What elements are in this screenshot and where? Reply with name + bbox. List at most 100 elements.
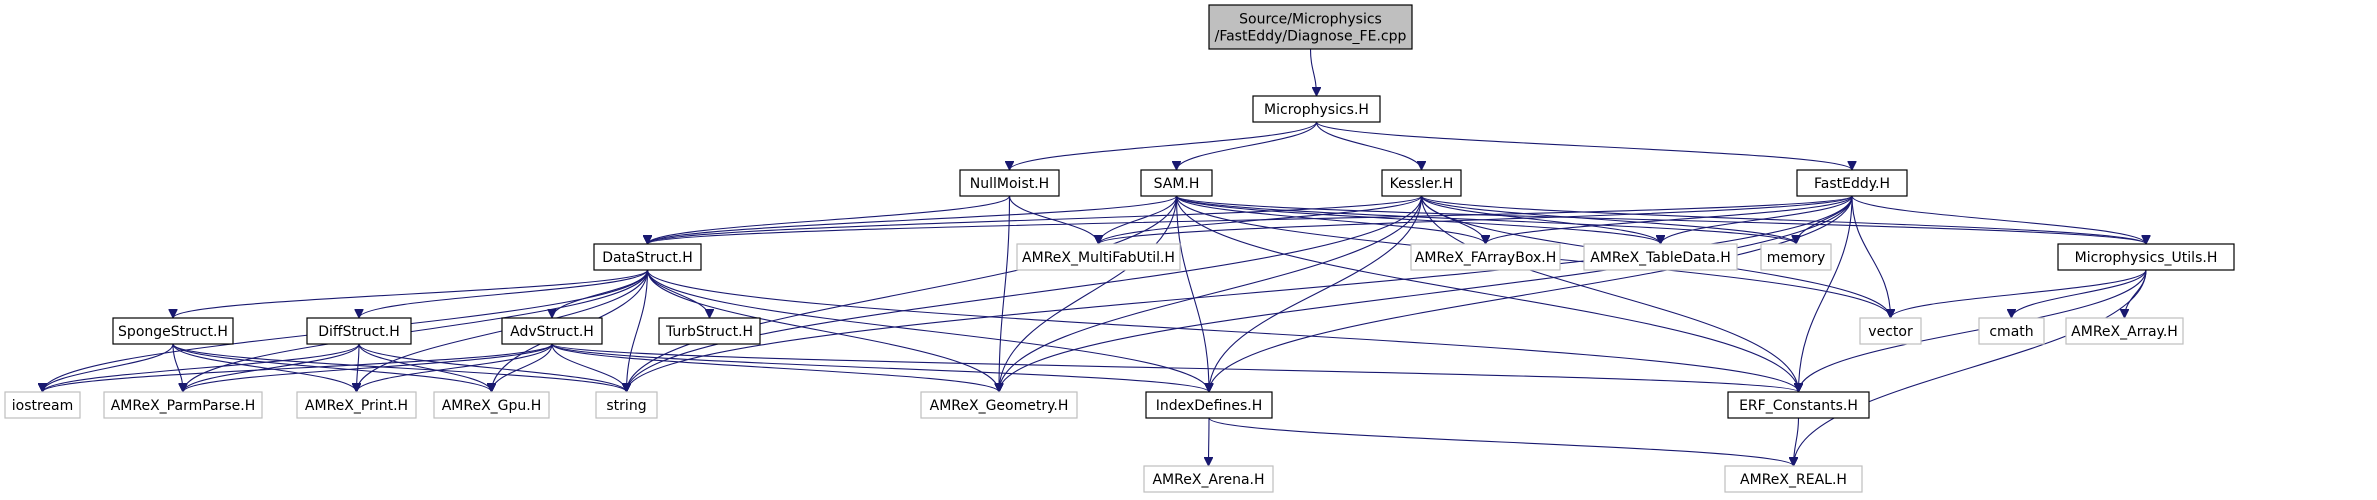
node-label-string: string bbox=[606, 398, 646, 414]
node-nullmoist[interactable]: NullMoist.H bbox=[959, 169, 1060, 197]
node-box-sam bbox=[1140, 169, 1213, 197]
node-label-turbstruct: TurbStruct.H bbox=[665, 324, 753, 340]
node-box-farraybox bbox=[1410, 243, 1561, 271]
node-spongestruct[interactable]: SpongeStruct.H bbox=[112, 317, 234, 345]
node-label-kessler: Kessler.H bbox=[1390, 176, 1454, 192]
edge-datastruct-to-advstruct bbox=[552, 269, 649, 319]
edge-kessler-to-tabledata bbox=[1420, 195, 1661, 245]
node-memory: memory bbox=[1760, 243, 1832, 271]
node-root[interactable]: Source/Microphysics/FastEddy/Diagnose_FE… bbox=[1208, 4, 1413, 50]
edge-datastruct-to-string bbox=[627, 269, 649, 392]
node-gpu: AMReX_Gpu.H bbox=[433, 391, 550, 419]
node-label-arena: AMReX_Arena.H bbox=[1152, 472, 1264, 488]
node-label-farraybox: AMReX_FArrayBox.H bbox=[1415, 250, 1556, 266]
edge-microphysics-to-fasteddy bbox=[1315, 121, 1853, 171]
node-label-indexdefines: IndexDefines.H bbox=[1156, 398, 1263, 414]
node-datastruct[interactable]: DataStruct.H bbox=[593, 243, 702, 271]
node-arena: AMReX_Arena.H bbox=[1143, 465, 1274, 493]
edge-microutils-to-real bbox=[1794, 269, 2147, 466]
edge-datastruct-to-diffstruct bbox=[359, 269, 649, 319]
edge-kessler-to-geometry bbox=[999, 195, 1423, 392]
node-print: AMReX_Print.H bbox=[296, 391, 417, 419]
edge-datastruct-to-turbstruct bbox=[646, 269, 710, 319]
node-vector: vector bbox=[1859, 317, 1922, 345]
node-box-advstruct bbox=[501, 317, 603, 345]
node-advstruct[interactable]: AdvStruct.H bbox=[501, 317, 603, 345]
node-microutils[interactable]: Microphysics_Utils.H bbox=[2057, 243, 2235, 271]
node-kessler[interactable]: Kessler.H bbox=[1381, 169, 1462, 197]
edge-indexdefines-to-arena bbox=[1209, 417, 1210, 466]
edge-advstruct-to-parmparse bbox=[183, 343, 553, 393]
edge-microutils-to-vector bbox=[1891, 269, 2147, 319]
edge-kessler-to-erfconstants bbox=[1420, 195, 1799, 392]
edge-advstruct-to-print bbox=[357, 343, 553, 393]
edge-diffstruct-to-parmparse bbox=[183, 343, 360, 393]
edge-advstruct-to-string bbox=[551, 343, 627, 393]
node-label-real: AMReX_REAL.H bbox=[1740, 472, 1847, 488]
node-label-erfconstants: ERF_Constants.H bbox=[1739, 398, 1858, 414]
node-label-iostream: iostream bbox=[12, 398, 74, 414]
node-box-cmath bbox=[1978, 317, 2045, 345]
node-microphysics[interactable]: Microphysics.H bbox=[1252, 95, 1381, 123]
node-box-turbstruct bbox=[658, 317, 761, 345]
node-box-iostream bbox=[4, 391, 81, 419]
node-label-diffstruct: DiffStruct.H bbox=[318, 324, 399, 340]
node-geometry: AMReX_Geometry.H bbox=[920, 391, 1078, 419]
node-label-tabledata: AMReX_TableData.H bbox=[1590, 250, 1731, 266]
node-sam[interactable]: SAM.H bbox=[1140, 169, 1213, 197]
edge-sam-to-farraybox bbox=[1175, 195, 1486, 245]
node-box-multifabutil bbox=[1016, 243, 1181, 271]
node-iostream: iostream bbox=[4, 391, 81, 419]
edge-fasteddy-to-indexdefines bbox=[1209, 195, 1853, 392]
edge-advstruct-to-indexdefines bbox=[551, 343, 1209, 393]
nodes-layer: Source/Microphysics/FastEddy/Diagnose_FE… bbox=[4, 4, 2235, 493]
node-box-indexdefines bbox=[1145, 391, 1273, 419]
node-box-spongestruct bbox=[112, 317, 234, 345]
node-box-diffstruct bbox=[306, 317, 412, 345]
edge-fasteddy-to-microutils bbox=[1851, 195, 2146, 245]
edge-datastruct-to-parmparse bbox=[183, 269, 649, 392]
node-erfconstants[interactable]: ERF_Constants.H bbox=[1727, 391, 1870, 419]
node-label-memory: memory bbox=[1767, 250, 1826, 266]
edge-microphysics-to-nullmoist bbox=[1010, 121, 1318, 171]
edge-sam-to-datastruct bbox=[648, 195, 1178, 245]
edge-indexdefines-to-real bbox=[1208, 417, 1794, 467]
edge-root-to-microphysics bbox=[1309, 48, 1317, 96]
node-turbstruct[interactable]: TurbStruct.H bbox=[658, 317, 761, 345]
node-label-parmparse: AMReX_ParmParse.H bbox=[111, 398, 256, 414]
edge-fasteddy-to-datastruct bbox=[648, 195, 1853, 245]
edge-fasteddy-to-tabledata bbox=[1661, 195, 1853, 245]
node-label-nullmoist: NullMoist.H bbox=[970, 176, 1049, 192]
node-box-vector bbox=[1859, 317, 1922, 345]
edge-fasteddy-to-multifabutil bbox=[1099, 195, 1853, 245]
node-box-erfconstants bbox=[1727, 391, 1870, 419]
node-label-microutils: Microphysics_Utils.H bbox=[2075, 250, 2218, 266]
node-tabledata: AMReX_TableData.H bbox=[1583, 243, 1738, 271]
node-farraybox: AMReX_FArrayBox.H bbox=[1410, 243, 1561, 271]
node-label-advstruct: AdvStruct.H bbox=[510, 324, 594, 340]
edge-fasteddy-to-vector bbox=[1851, 195, 1891, 318]
edge-microutils-to-cmath bbox=[2012, 269, 2147, 319]
node-fasteddy[interactable]: FastEddy.H bbox=[1796, 169, 1908, 197]
edge-fasteddy-to-geometry bbox=[999, 195, 1853, 392]
node-box-real bbox=[1724, 465, 1863, 493]
node-box-tabledata bbox=[1583, 243, 1738, 271]
node-label-datastruct: DataStruct.H bbox=[602, 250, 693, 266]
edge-fasteddy-to-erfconstants bbox=[1799, 195, 1853, 392]
node-label-root-line-1: /FastEddy/Diagnose_FE.cpp bbox=[1215, 28, 1407, 44]
node-real: AMReX_REAL.H bbox=[1724, 465, 1863, 493]
node-label-cmath: cmath bbox=[1989, 324, 2033, 340]
node-label-gpu: AMReX_Gpu.H bbox=[442, 398, 542, 414]
edge-nullmoist-to-datastruct bbox=[648, 195, 1011, 245]
edge-advstruct-to-erfconstants bbox=[551, 343, 1799, 393]
node-box-nullmoist bbox=[959, 169, 1060, 197]
node-diffstruct[interactable]: DiffStruct.H bbox=[306, 317, 412, 345]
edge-sam-to-string bbox=[627, 195, 1178, 392]
node-label-root-line-0: Source/Microphysics bbox=[1239, 11, 1382, 27]
edge-fasteddy-to-farraybox bbox=[1486, 195, 1853, 245]
node-box-string bbox=[595, 391, 658, 419]
node-parmparse: AMReX_ParmParse.H bbox=[103, 391, 263, 419]
edge-datastruct-to-spongestruct bbox=[173, 269, 649, 319]
node-indexdefines[interactable]: IndexDefines.H bbox=[1145, 391, 1273, 419]
edge-spongestruct-to-print bbox=[172, 343, 357, 393]
